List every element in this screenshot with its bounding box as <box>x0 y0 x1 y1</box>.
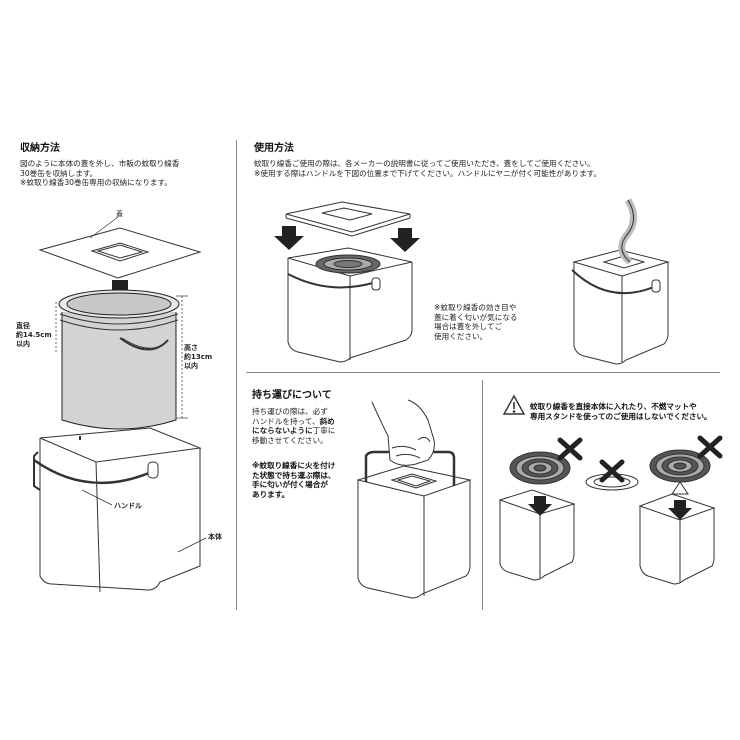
usage-description: 蚊取り線香ご使用の際は、各メーカーの説明書に従ってご使用いただき、蓋をしてご使用… <box>254 159 602 178</box>
hand-icon <box>371 399 435 466</box>
storage-body-box <box>33 427 207 593</box>
caution-text: 蚊取り線香を直接本体に入れたり、不燃マットや 専用スタンドを使ってのご使用はしな… <box>530 402 712 421</box>
vertical-divider-lower <box>482 380 483 610</box>
down-arrow-icon <box>528 496 552 516</box>
coil-left <box>509 451 571 485</box>
label-handle: ハンドル <box>114 502 142 510</box>
carry-warning: ※蚊取り線香に火を付け た状態で持ち運ぶ際は、 手に匂いが付く場合が あります。 <box>252 461 336 500</box>
storage-title: 収納方法 <box>20 143 60 154</box>
cross-icon <box>599 459 625 483</box>
cross-icon <box>557 437 583 461</box>
usage-open-box <box>287 247 413 363</box>
usage-lid <box>285 201 411 237</box>
coil-can <box>58 289 180 430</box>
coil-right <box>649 449 711 495</box>
vertical-divider <box>236 140 237 610</box>
horizontal-divider <box>246 372 720 373</box>
label-height: 高さ 約13cm 以内 <box>184 344 213 370</box>
carry-text-bold: 斜め にならないように <box>252 416 335 436</box>
carry-text-2: 丁寧に 移動させてください。 <box>252 426 336 446</box>
usage-note: ※蚊取り線香の効き目や 蓋に着く匂いが気になる 場合は蓋を外してご 使用ください… <box>434 303 518 342</box>
carry-title: 持ち運びについて <box>252 390 332 401</box>
warning-icon <box>502 394 526 415</box>
carry-text-1: 持ち運びの際は、必ず ハンドルを持って、 <box>252 407 328 426</box>
label-lid: 蓋 <box>116 210 123 218</box>
down-arrow-icon <box>668 500 692 520</box>
usage-smoking-box <box>571 198 670 365</box>
dimension-lines <box>55 295 188 419</box>
label-diameter: 直径 約14.5cm 以内 <box>16 322 52 348</box>
cross-icon <box>697 435 723 459</box>
carry-description: 持ち運びの際は、必ず ハンドルを持って、斜め にならないように丁寧に 移動させて… <box>252 407 362 446</box>
storage-lid <box>38 216 202 279</box>
down-arrow-icon <box>274 226 420 252</box>
storage-description: 図のように本体の蓋を外し、市販の蚊取り線香 30巻缶を収納します。 ※蚊取り線香… <box>20 159 180 188</box>
carry-box <box>356 450 472 599</box>
label-body: 本体 <box>208 533 222 541</box>
mat-disc <box>585 473 639 491</box>
usage-title: 使用方法 <box>254 143 294 154</box>
